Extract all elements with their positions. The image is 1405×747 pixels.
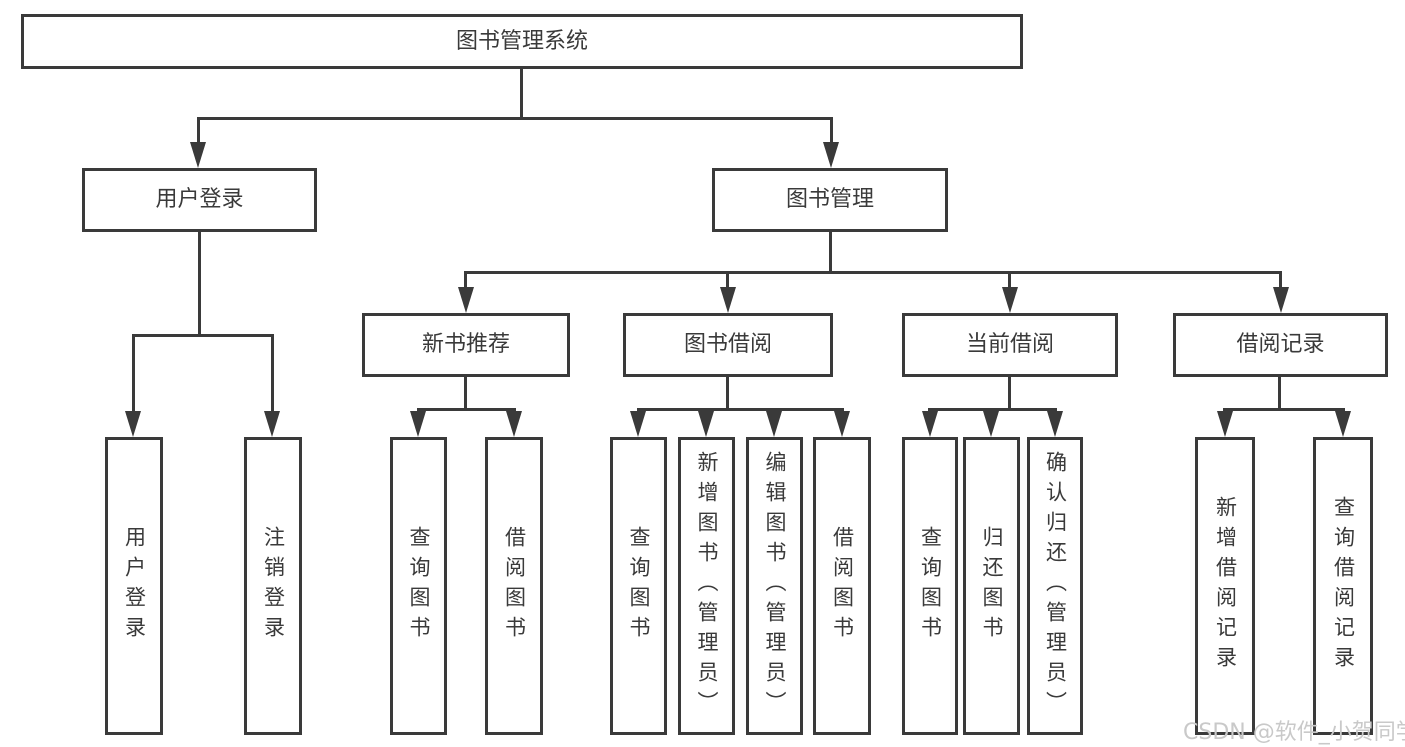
leaf-label: 新增借阅记录 <box>1213 496 1238 676</box>
arrowhead-down-icon <box>630 411 646 437</box>
connector-line <box>726 377 729 410</box>
arrowhead-down-icon <box>720 287 736 313</box>
leaf-borrow-books-borrowing: 借阅图书 <box>813 437 871 735</box>
leaf-query-books-current: 查询图书 <box>902 437 958 735</box>
connector-line <box>464 271 467 289</box>
connector-line <box>1223 408 1345 411</box>
arrowhead-down-icon <box>1047 411 1063 437</box>
connector-line <box>132 334 135 413</box>
node-borrowing-records: 借阅记录 <box>1173 313 1388 377</box>
leaf-label: 查询图书 <box>627 526 651 646</box>
connector-line <box>830 117 833 145</box>
connector-line <box>1008 377 1011 410</box>
arrowhead-down-icon <box>1335 411 1351 437</box>
leaf-label: 新增图书（管理员） <box>695 451 719 721</box>
leaf-label: 查询借阅记录 <box>1331 496 1356 676</box>
connector-line <box>464 377 467 410</box>
leaf-label: 借阅图书 <box>502 526 527 646</box>
connector-line <box>1279 271 1282 289</box>
arrowhead-down-icon <box>506 411 522 437</box>
node-book-borrowing: 图书借阅 <box>623 313 833 377</box>
arrowhead-down-icon <box>698 411 714 437</box>
connector-line <box>726 271 729 289</box>
arrowhead-down-icon <box>458 287 474 313</box>
arrowhead-down-icon <box>983 411 999 437</box>
leaf-user-login: 用户登录 <box>105 437 163 735</box>
connector-line <box>1008 271 1011 289</box>
leaf-label: 归还图书 <box>980 526 1004 646</box>
csdn-watermark: CSDN @软件_小贺同学 <box>1183 720 1405 745</box>
arrowhead-down-icon <box>264 411 280 437</box>
connector-line <box>132 334 274 337</box>
connector-line <box>465 271 1282 274</box>
leaf-query-borrow-record: 查询借阅记录 <box>1313 437 1373 735</box>
node-library-system: 图书管理系统 <box>21 14 1023 69</box>
arrowhead-down-icon <box>834 411 850 437</box>
leaf-edit-books-admin: 编辑图书（管理员） <box>746 437 803 735</box>
leaf-borrow-books-recommend: 借阅图书 <box>485 437 543 735</box>
leaf-label: 编辑图书（管理员） <box>763 451 787 721</box>
connector-line <box>417 408 516 411</box>
leaf-label: 注销登录 <box>261 526 286 646</box>
leaf-return-books: 归还图书 <box>963 437 1020 735</box>
arrowhead-down-icon <box>1273 287 1289 313</box>
arrowhead-down-icon <box>823 142 839 168</box>
leaf-logout: 注销登录 <box>244 437 302 735</box>
connector-line <box>197 117 833 120</box>
connector-line <box>197 117 200 145</box>
leaf-label: 用户登录 <box>122 526 147 646</box>
arrowhead-down-icon <box>190 142 206 168</box>
leaf-confirm-return-admin: 确认归还（管理员） <box>1027 437 1083 735</box>
connector-line <box>520 69 523 118</box>
connector-line <box>1278 377 1281 410</box>
node-current-borrowing: 当前借阅 <box>902 313 1118 377</box>
connector-line <box>271 334 274 413</box>
leaf-query-books-recommend: 查询图书 <box>390 437 447 735</box>
node-new-book-recommend: 新书推荐 <box>362 313 570 377</box>
connector-line <box>198 232 201 336</box>
leaf-label: 查询图书 <box>407 526 431 646</box>
connector-line <box>637 408 844 411</box>
leaf-add-borrow-record: 新增借阅记录 <box>1195 437 1255 735</box>
leaf-label: 确认归还（管理员） <box>1043 451 1068 721</box>
arrowhead-down-icon <box>922 411 938 437</box>
arrowhead-down-icon <box>1002 287 1018 313</box>
arrowhead-down-icon <box>1217 411 1233 437</box>
arrowhead-down-icon <box>410 411 426 437</box>
arrowhead-down-icon <box>766 411 782 437</box>
leaf-label: 查询图书 <box>918 526 943 646</box>
arrowhead-down-icon <box>125 411 141 437</box>
leaf-query-books-borrowing: 查询图书 <box>610 437 667 735</box>
leaf-add-books-admin: 新增图书（管理员） <box>678 437 735 735</box>
connector-line <box>829 232 832 273</box>
node-book-management: 图书管理 <box>712 168 948 232</box>
leaf-label: 借阅图书 <box>830 526 855 646</box>
node-user-login: 用户登录 <box>82 168 317 232</box>
